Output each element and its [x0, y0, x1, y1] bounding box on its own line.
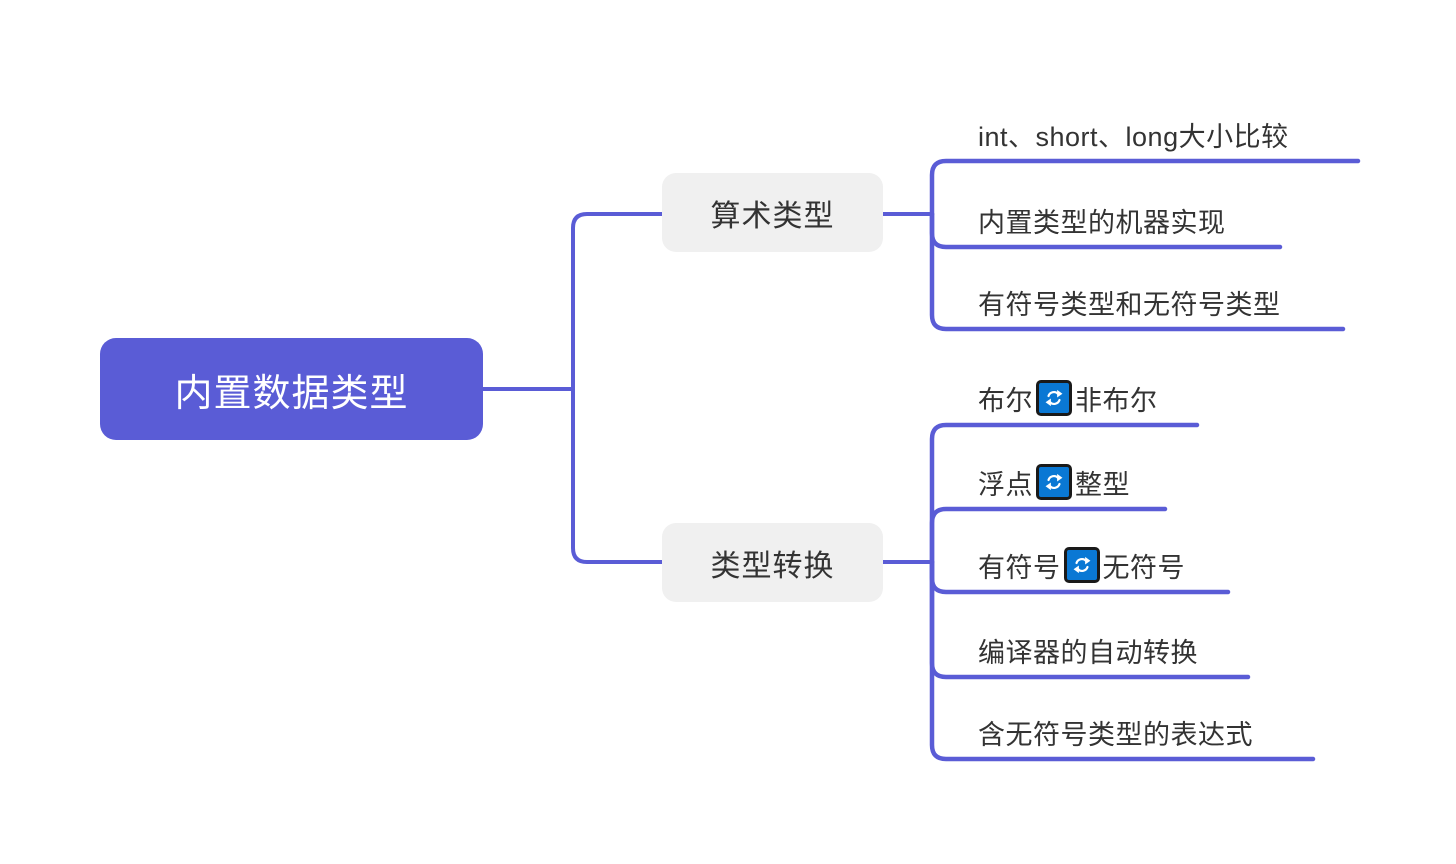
leaf-node-signed-unsigned-conversion[interactable]: 有符号 无符号	[978, 544, 1185, 586]
leaf-label-left: 布尔	[978, 385, 1033, 416]
branch-node-label: 算术类型	[710, 199, 835, 233]
leaf-label-right: 非布尔	[1075, 385, 1158, 416]
leaf-node-compiler-automatic-conversion[interactable]: 编译器的自动转换	[978, 629, 1198, 671]
leaf-node-expressions-with-unsigned-types[interactable]: 含无符号类型的表达式	[978, 711, 1253, 753]
root-node-label: 内置数据类型	[174, 372, 409, 415]
leaf-label: 有符号类型和无符号类型	[978, 289, 1281, 320]
leaf-label-right: 无符号	[1102, 552, 1185, 583]
leaf-label-right: 整型	[1075, 469, 1130, 500]
swap-icon	[1036, 380, 1072, 416]
swap-icon	[1063, 547, 1100, 583]
branch-node-type-conversion[interactable]: 类型转换	[662, 523, 883, 602]
leaf-node-machine-implementation[interactable]: 内置类型的机器实现	[978, 199, 1226, 241]
leaf-label: 编译器的自动转换	[978, 637, 1198, 668]
branch-node-arithmetic-types[interactable]: 算术类型	[662, 173, 883, 252]
leaf-node-float-int-conversion[interactable]: 浮点 整型	[978, 461, 1130, 503]
swap-icon	[1036, 464, 1072, 500]
leaf-node-bool-nonbool-conversion[interactable]: 布尔 非布尔	[978, 377, 1158, 419]
branch-node-label: 类型转换	[710, 549, 835, 583]
leaf-label: 含无符号类型的表达式	[978, 719, 1253, 750]
leaf-label-left: 有符号	[978, 552, 1061, 583]
leaf-label: 内置类型的机器实现	[978, 207, 1226, 238]
leaf-label-left: 浮点	[978, 469, 1033, 500]
root-node[interactable]: 内置数据类型	[100, 338, 483, 440]
leaf-node-int-short-long-comparison[interactable]: int、short、long大小比较	[978, 113, 1289, 155]
leaf-label: int、short、long大小比较	[978, 121, 1289, 152]
leaf-node-signed-and-unsigned-types[interactable]: 有符号类型和无符号类型	[978, 281, 1281, 323]
